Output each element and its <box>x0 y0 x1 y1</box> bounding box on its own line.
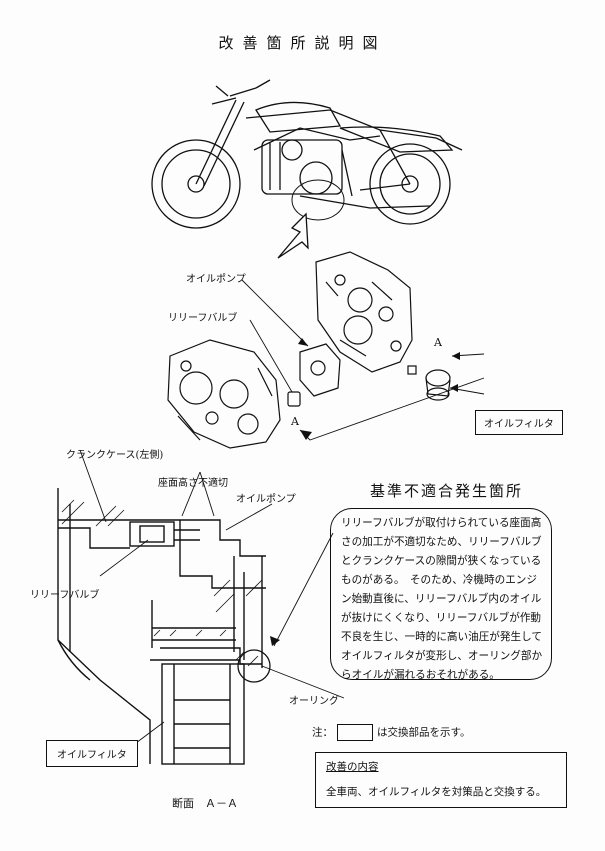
replacement-part-swatch <box>337 724 373 741</box>
improvement-text: 全車両、オイルフィルタを対策品と交換する。 <box>326 786 547 798</box>
note-prefix: 注： <box>312 726 333 739</box>
improvement-title: 改善の内容 <box>326 761 379 773</box>
oil-pump-drawing <box>299 343 341 397</box>
oil-filter-replacement-label: オイルフィルタ <box>475 410 563 435</box>
oil-pump-section-label: オイルポンプ <box>236 494 296 505</box>
oil-filter-section-label: オイルフィルタ <box>46 740 138 767</box>
arrowheads <box>270 338 460 646</box>
legend-note: 注： は交換部品を示す。 <box>312 724 470 741</box>
crankcase-label: クランクケース(左側) <box>66 450 164 461</box>
section-drawing <box>57 488 266 765</box>
oil-pump-label: オイルポンプ <box>186 274 246 285</box>
page-title: 改善箇所説明図 <box>218 34 387 52</box>
right-crankcase-drawing <box>315 251 413 373</box>
o-ring-label: オーリング <box>289 696 339 707</box>
relief-valve-section-label: リリーフバルブ <box>30 590 100 601</box>
o-ring-highlight <box>237 649 271 683</box>
relief-valve-drawing <box>287 391 301 407</box>
left-crankcase-drawing <box>167 339 281 449</box>
seat-height-label: 座面高さ不適切 <box>158 478 228 489</box>
zoom-arrow <box>277 212 309 259</box>
section-marker-a-right: A <box>434 336 442 349</box>
section-caption: 断面 Ａ－Ａ <box>172 797 238 810</box>
relief-valve-label: リリーフバルブ <box>168 313 238 324</box>
oil-filter-drawing <box>407 365 451 401</box>
section-marker-a-left: A <box>291 415 299 428</box>
note-suffix: は交換部品を示す。 <box>377 726 471 739</box>
defect-heading: 基準不適合発生箇所 <box>370 482 524 500</box>
defect-description: リリーフバルブが取付けられている座面高さの加工が不適切なため、リリーフバルブとク… <box>330 508 552 681</box>
section-hatching <box>61 499 263 667</box>
improvement-box: 改善の内容 全車両、オイルフィルタを対策品と交換する。 <box>315 752 567 808</box>
motorcycle-drawing <box>151 79 463 229</box>
